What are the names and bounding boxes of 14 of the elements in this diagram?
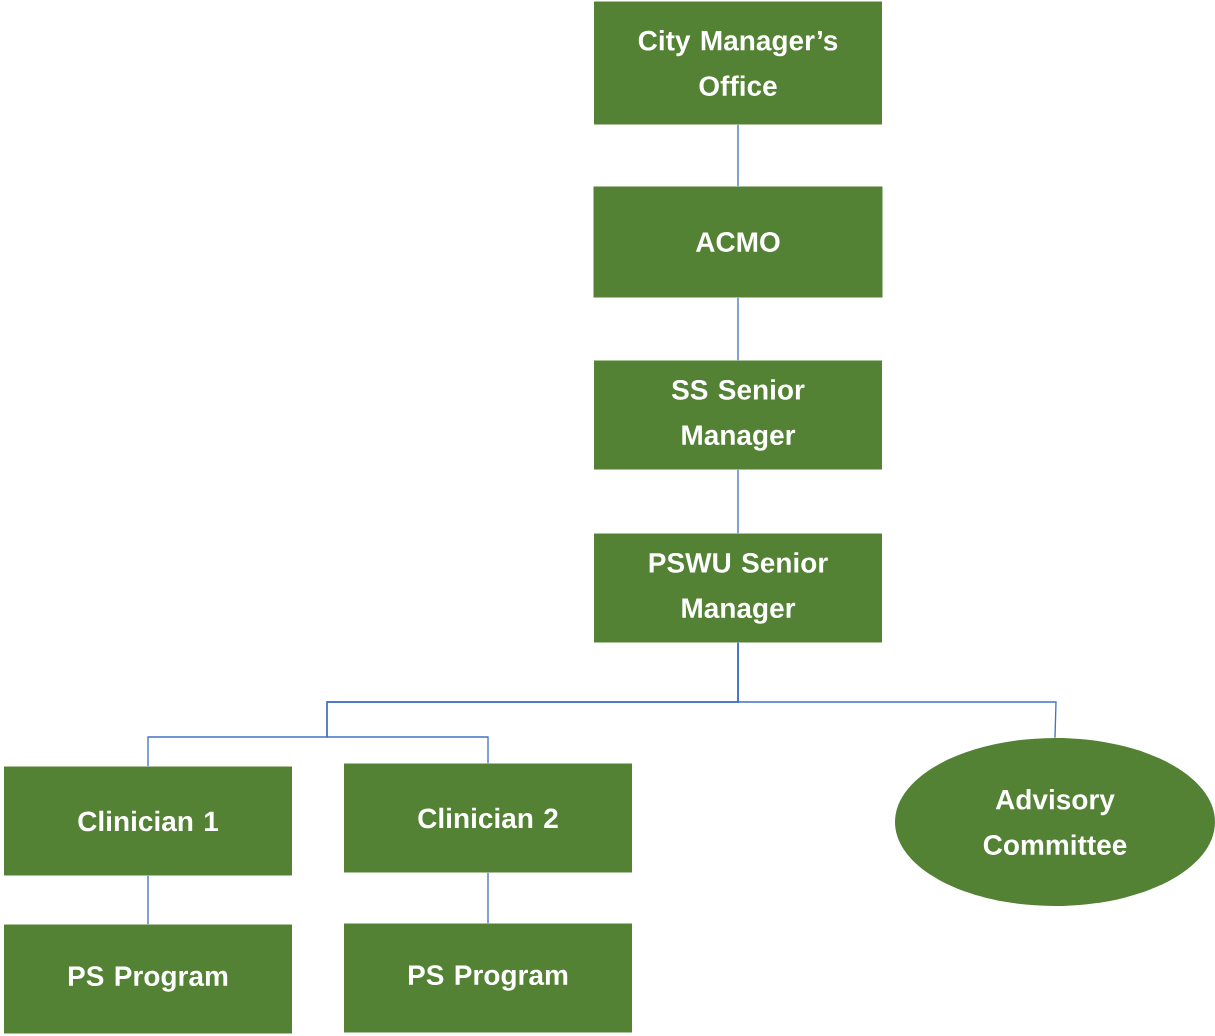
org-box: PSWU Senior Manager: [594, 533, 882, 643]
connector-line: [487, 872, 489, 924]
connector-line: [737, 642, 1057, 739]
org-box: PS Program: [4, 924, 292, 1034]
org-box: Clinician 2: [344, 763, 632, 873]
connector-line: [737, 124, 739, 187]
org-box: Clinician 1: [4, 766, 292, 876]
org-box: SS Senior Manager: [594, 360, 882, 470]
org-box: City Manager’s Office: [594, 1, 882, 125]
org-box: ACMO: [593, 186, 883, 298]
connector-line: [147, 875, 149, 925]
connector-line: [737, 297, 739, 361]
org-box: PS Program: [344, 923, 632, 1033]
connector-line: [737, 469, 739, 534]
